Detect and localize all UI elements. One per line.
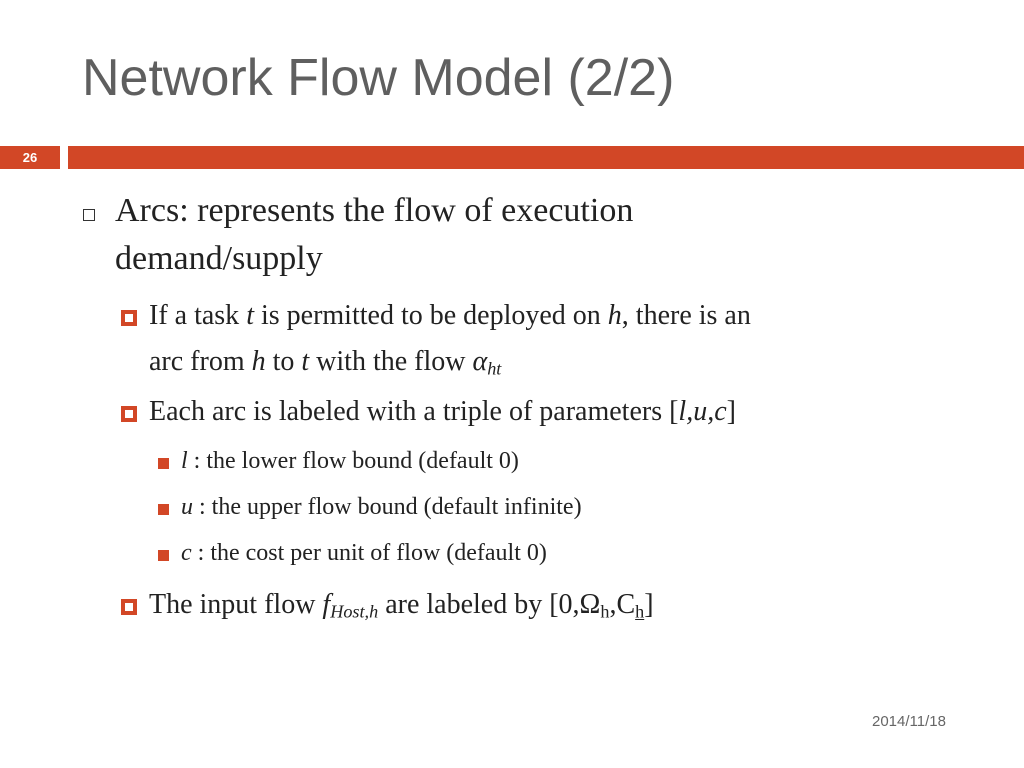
text-run: : the upper flow bound (default infinite… — [193, 494, 582, 520]
slide-title: Network Flow Model (2/2) — [82, 49, 675, 107]
text-run: If a task — [149, 300, 247, 331]
text-run: Each arc is labeled with a triple of par… — [149, 396, 679, 427]
text-run: with the flow — [309, 346, 473, 377]
bullet-triple: Each arc is labeled with a triple of par… — [149, 396, 736, 428]
title-accent-bar — [68, 146, 1024, 169]
var-u: u — [181, 494, 193, 520]
text-run: arc from — [149, 346, 252, 377]
text-run: to — [265, 346, 302, 377]
var-l: l — [181, 448, 188, 474]
var-h: h — [251, 346, 266, 377]
framed-square-bullet-icon — [121, 406, 137, 422]
alpha-symbol: α — [472, 346, 488, 377]
var-h: h — [607, 300, 622, 331]
bullet-lower-bound: l : the lower flow bound (default 0) — [181, 448, 519, 475]
text-run: , there is an — [621, 300, 751, 331]
text-run: ] — [726, 396, 736, 427]
slide-date: 2014/11/18 — [872, 713, 946, 730]
text-run: : the lower flow bound (default 0) — [187, 448, 519, 474]
alpha-subscript: ht — [487, 358, 502, 379]
bullet-arcs-line1: Arcs: represents the flow of execution — [115, 192, 634, 229]
bullet-upper-bound: u : the upper flow bound (default infini… — [181, 494, 582, 521]
bullet-permitted-line1: If a task t is permitted to be deployed … — [149, 300, 751, 332]
var-c: c — [181, 540, 192, 566]
var-f: f — [322, 589, 331, 620]
c-subscript: h — [635, 601, 645, 622]
bullet-permitted-line2: arc from h to t with the flow αht — [149, 346, 501, 378]
bullet-cost: c : the cost per unit of flow (default 0… — [181, 540, 547, 567]
text-run: ,C — [609, 589, 636, 620]
omega-subscript: h — [600, 601, 610, 622]
text-run: : the cost per unit of flow (default 0) — [191, 540, 547, 566]
bullet-arcs-line2: demand/supply — [115, 240, 323, 277]
var-t: t — [246, 300, 254, 331]
framed-square-bullet-icon — [121, 599, 137, 615]
text-run: are labeled by [0,Ω — [378, 589, 601, 620]
slide-number-box: 26 — [0, 146, 60, 169]
triple-params: l,u,c — [678, 396, 727, 427]
filled-square-bullet-icon — [158, 458, 169, 469]
text-run: is permitted to be deployed on — [253, 300, 608, 331]
hollow-square-bullet-icon — [83, 209, 95, 221]
text-run: ] — [644, 589, 654, 620]
f-subscript: Host,h — [330, 601, 379, 622]
filled-square-bullet-icon — [158, 504, 169, 515]
slide-number: 26 — [22, 150, 38, 165]
text-run: The input flow — [149, 589, 323, 620]
filled-square-bullet-icon — [158, 550, 169, 561]
var-t: t — [301, 346, 310, 377]
bullet-input-flow: The input flow fHost,h are labeled by [0… — [149, 589, 654, 621]
framed-square-bullet-icon — [121, 310, 137, 326]
